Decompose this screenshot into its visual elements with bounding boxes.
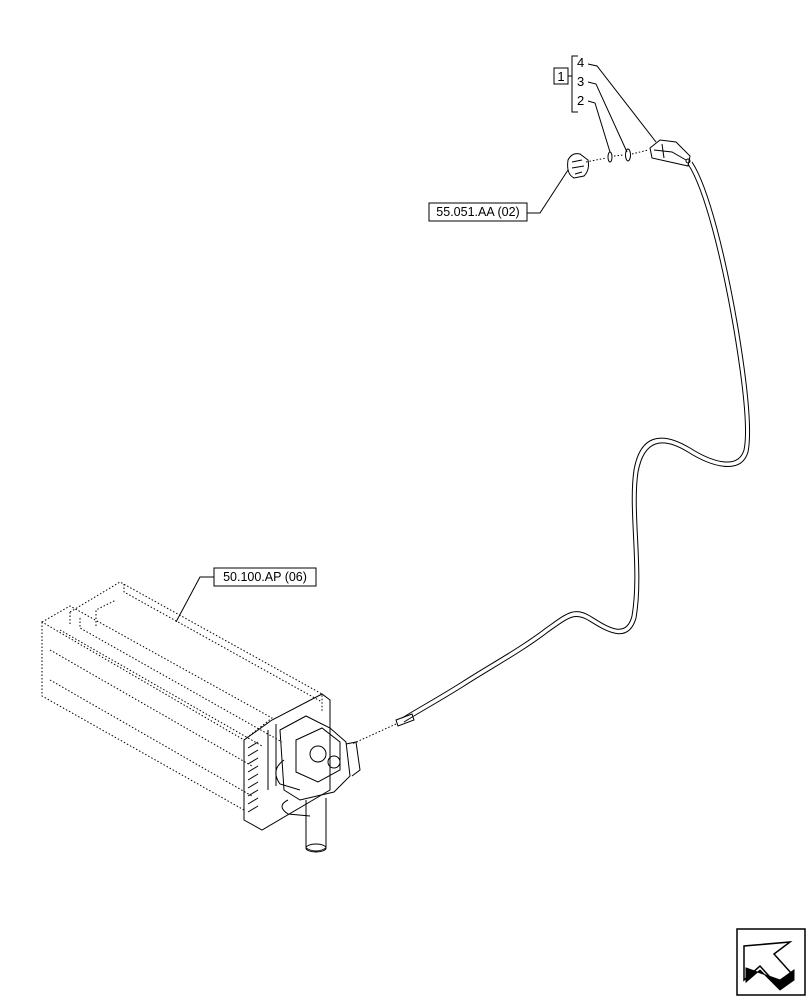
evaporator-part <box>41 581 361 853</box>
nav-arrow-shadow <box>745 967 795 991</box>
sensor-head-body <box>649 139 691 167</box>
hose-end-fitting <box>395 713 415 727</box>
pressure-switch-part <box>567 153 589 179</box>
evaporator-core-top <box>41 605 273 741</box>
ref-pressure-switch-label: 55.051.AA (02) <box>436 205 519 219</box>
leader-item-4 <box>587 63 657 143</box>
evaporator-core-ridges <box>49 618 283 797</box>
valve-port-2 <box>327 755 341 769</box>
callout-group: 1 4 3 2 <box>553 55 657 153</box>
leader-item-3 <box>587 81 628 153</box>
hose-insertion-axis <box>351 723 397 745</box>
evaporator-bracket <box>267 724 277 790</box>
seal-ring-2 <box>607 151 613 163</box>
hose-inner-line <box>403 161 751 723</box>
ref-pressure-switch[interactable]: 55.051.AA (02) <box>428 169 569 222</box>
outlet-pipe-end <box>305 843 327 853</box>
pressure-switch-body <box>567 153 589 179</box>
ref-evaporator[interactable]: 50.100.AP (06) <box>175 567 317 623</box>
page-arrow-icon[interactable] <box>736 928 806 996</box>
hose-outer-line <box>401 163 747 719</box>
ref-evaporator-box <box>213 567 317 587</box>
sensor-head-part <box>649 139 691 167</box>
callout-item-4: 4 <box>577 55 584 70</box>
expansion-valve-block <box>279 715 351 801</box>
capillary-hose <box>351 161 751 745</box>
evaporator-fins <box>247 741 259 813</box>
ref-pressure-switch-leader <box>527 169 569 214</box>
seal-ring-3 <box>625 148 631 162</box>
sensor-head-detail <box>653 143 687 161</box>
seal-rings <box>585 148 649 163</box>
ref-evaporator-leader <box>175 576 214 623</box>
valve-port-1 <box>309 745 327 763</box>
pressure-switch-detail <box>571 159 585 175</box>
valve-flange <box>345 741 361 777</box>
evaporator-core-edges <box>95 584 323 703</box>
sensor-head-port <box>685 158 691 164</box>
evaporator-core-outline <box>41 581 323 811</box>
leader-item-2 <box>587 100 611 153</box>
expansion-valve-face <box>295 727 341 783</box>
callout-bracket <box>568 55 578 113</box>
outlet-pipe <box>305 798 327 852</box>
callout-group-label: 1 <box>557 69 564 84</box>
assembly-axis <box>585 149 649 163</box>
ref-evaporator-label: 50.100.AP (06) <box>223 570 307 584</box>
valve-pipes <box>275 759 311 817</box>
evaporator-end-plate <box>243 693 331 831</box>
callout-item-3: 3 <box>577 74 584 89</box>
ref-pressure-switch-box <box>428 202 528 222</box>
callout-item-2: 2 <box>577 93 584 108</box>
